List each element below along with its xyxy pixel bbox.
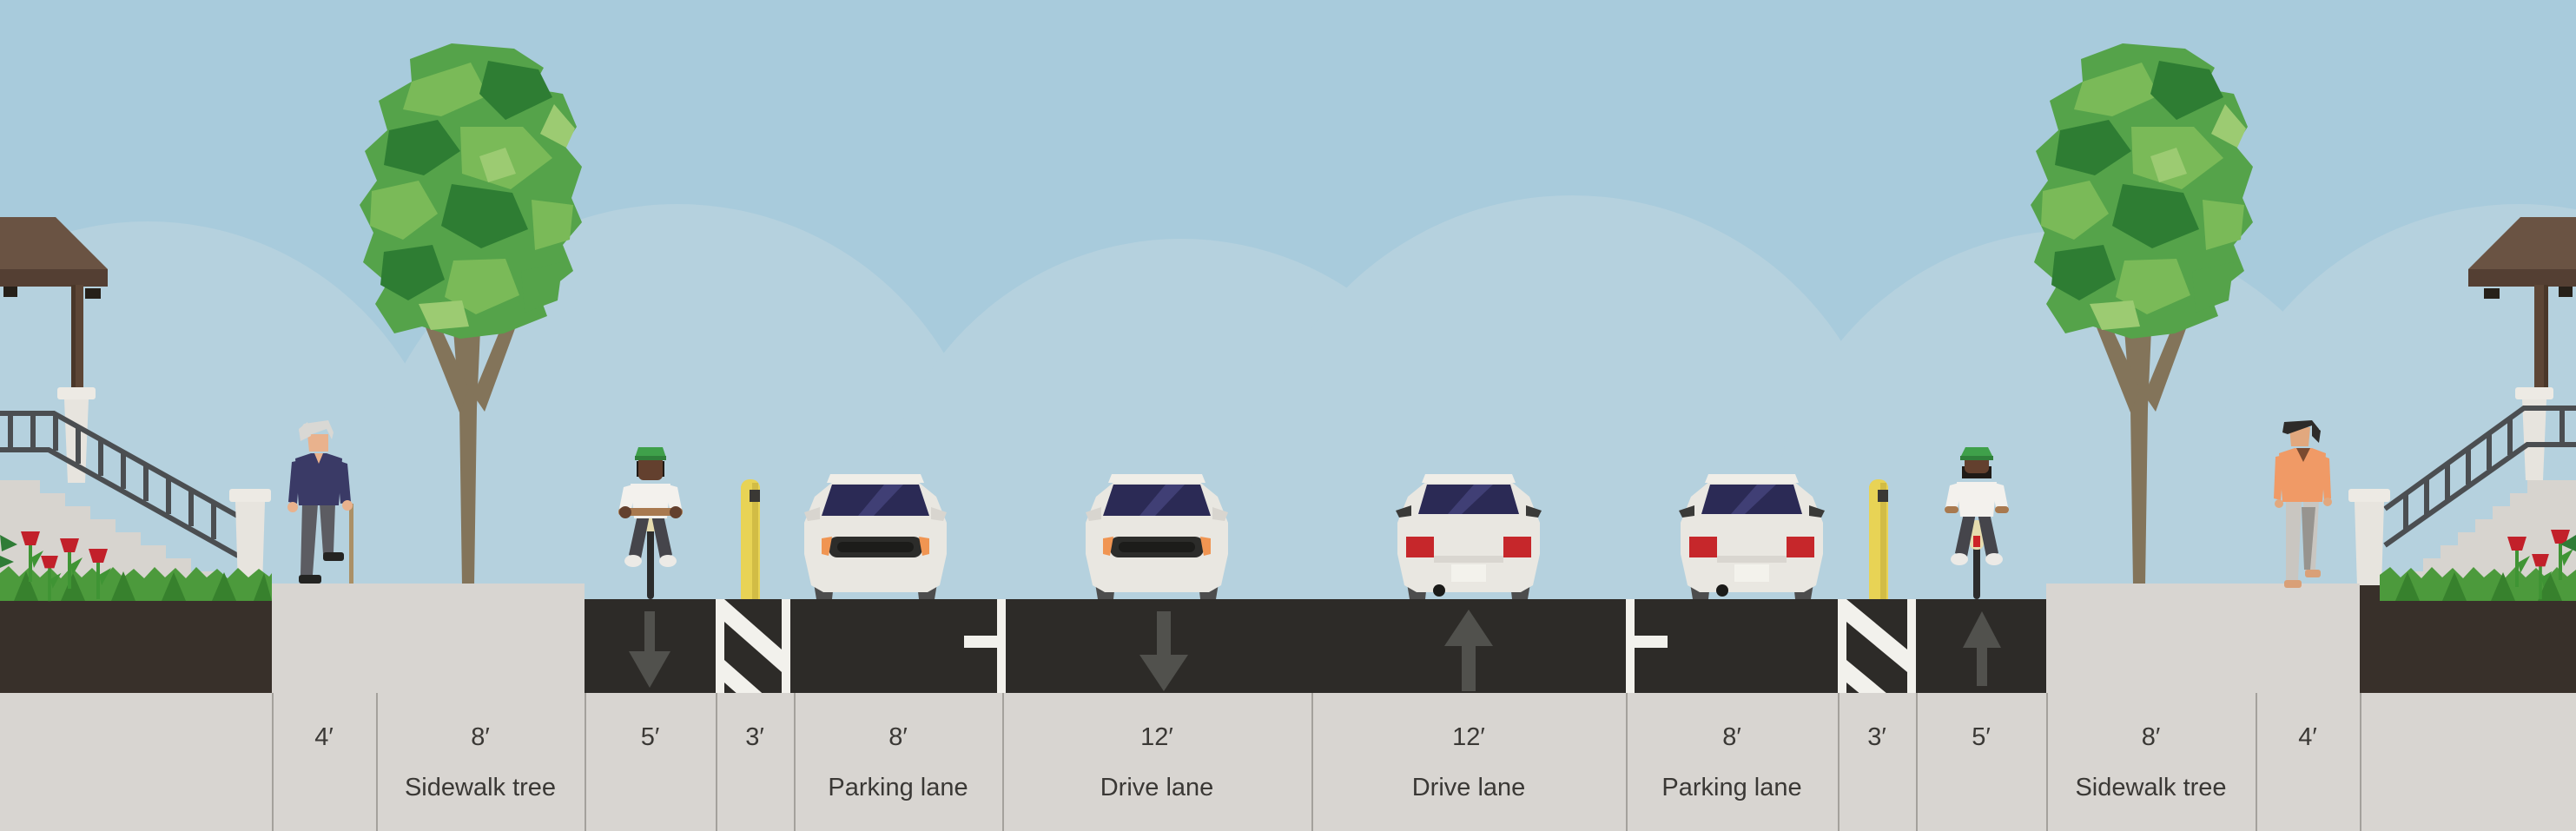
- segment-name-label: Parking lane: [1661, 774, 1802, 801]
- segment-divider: [2046, 693, 2048, 831]
- segment-buffer-right[interactable]: 3′: [1838, 693, 1916, 831]
- drive-lane-arrow-right: [1444, 610, 1493, 691]
- parking-lane-marking-left: [964, 599, 1006, 693]
- stairs-left: [0, 480, 241, 601]
- pedestrian-elderly-left: [287, 420, 353, 584]
- segment-width-label: 8′: [2141, 723, 2161, 751]
- segment-drive-lane-right[interactable]: 12′ Drive lane: [1311, 693, 1626, 831]
- segment-name-label: Parking lane: [828, 774, 968, 801]
- newel-post-left: [229, 489, 271, 587]
- segment-divider: [272, 693, 274, 831]
- segment-label-strip: 4′ 8′ Sidewalk tree 5′ 3′ 8′ Parking lan…: [0, 693, 2576, 831]
- segment-4ft-right[interactable]: 4′: [2256, 693, 2360, 831]
- parked-car-left: [804, 474, 947, 599]
- newel-post-right: [2348, 489, 2390, 587]
- sidewalk-right: [2046, 584, 2360, 693]
- segment-width-label: 8′: [471, 723, 490, 751]
- segment-sidewalk-tree-right[interactable]: 8′ Sidewalk tree: [2046, 693, 2256, 831]
- gazebo-right: [2468, 217, 2576, 480]
- sidewalk-left: [272, 584, 585, 693]
- planter-soil-left: [0, 585, 272, 693]
- segment-divider: [794, 693, 796, 831]
- roadway: [585, 599, 2046, 693]
- segment-width-label: 3′: [1867, 723, 1886, 751]
- segment-name-label: Sidewalk tree: [404, 774, 557, 801]
- segment-parking-lane-right[interactable]: 8′ Parking lane: [1626, 693, 1838, 831]
- gazebo-left: [0, 217, 108, 483]
- pedestrian-right: [2274, 420, 2332, 588]
- segment-divider: [1838, 693, 1840, 831]
- drive-lane-car-away: [1396, 474, 1542, 599]
- bollard-left: [741, 479, 760, 599]
- segment-width-label: 12′: [1140, 723, 1173, 751]
- parking-lane-marking-right: [1626, 599, 1668, 693]
- cyclist-left: [618, 447, 683, 599]
- stair-railing-left: [0, 411, 250, 558]
- planter-soil-right: [2360, 585, 2576, 693]
- segment-width-label: 4′: [314, 723, 334, 751]
- segment-divider: [1626, 693, 1628, 831]
- segment-4ft-left[interactable]: 4′: [272, 693, 376, 831]
- cloud-band: [0, 486, 2576, 599]
- drive-lane-car-toward: [1086, 474, 1228, 599]
- stair-railing-right: [2383, 406, 2576, 548]
- segment-name-label: Drive lane: [1411, 774, 1526, 801]
- bike-lane-arrow-left: [629, 611, 670, 688]
- segment-bike-lane-left[interactable]: 5′: [585, 693, 716, 831]
- parked-car-right: [1679, 474, 1825, 599]
- segment-buffer-left[interactable]: 3′: [716, 693, 794, 831]
- segment-divider: [585, 693, 586, 831]
- bushes-right: [2380, 567, 2576, 601]
- segment-width-label: 4′: [2298, 723, 2317, 751]
- segment-name-label: Sidewalk tree: [2075, 774, 2227, 801]
- segment-width-label: 8′: [888, 723, 908, 751]
- segment-drive-lane-left[interactable]: 12′ Drive lane: [1002, 693, 1311, 831]
- bollard-right: [1869, 479, 1888, 599]
- cyclist-right: [1945, 447, 2009, 599]
- segment-divider: [1916, 693, 1918, 831]
- segment-bike-lane-right[interactable]: 5′: [1916, 693, 2046, 831]
- flowers-right: [2507, 530, 2576, 600]
- segment-name-label: Drive lane: [1100, 774, 1214, 801]
- segment-divider: [2360, 693, 2361, 831]
- segment-divider: [376, 693, 378, 831]
- segment-width-label: 8′: [1722, 723, 1741, 751]
- segment-width-label: 3′: [745, 723, 764, 751]
- segment-width-label: 5′: [640, 723, 660, 751]
- segment-divider: [1002, 693, 1004, 831]
- flowers-left: [0, 531, 111, 602]
- bike-lane-arrow-right: [1963, 611, 2001, 686]
- segment-width-label: 12′: [1452, 723, 1485, 751]
- bushes-left: [0, 566, 272, 601]
- segment-sidewalk-tree-left[interactable]: 8′ Sidewalk tree: [376, 693, 585, 831]
- segment-divider: [716, 693, 717, 831]
- segment-parking-lane-left[interactable]: 8′ Parking lane: [794, 693, 1002, 831]
- drive-lane-arrow-left: [1139, 611, 1188, 691]
- segment-divider: [2256, 693, 2257, 831]
- segment-divider: [1311, 693, 1313, 831]
- segment-width-label: 5′: [1972, 723, 1991, 751]
